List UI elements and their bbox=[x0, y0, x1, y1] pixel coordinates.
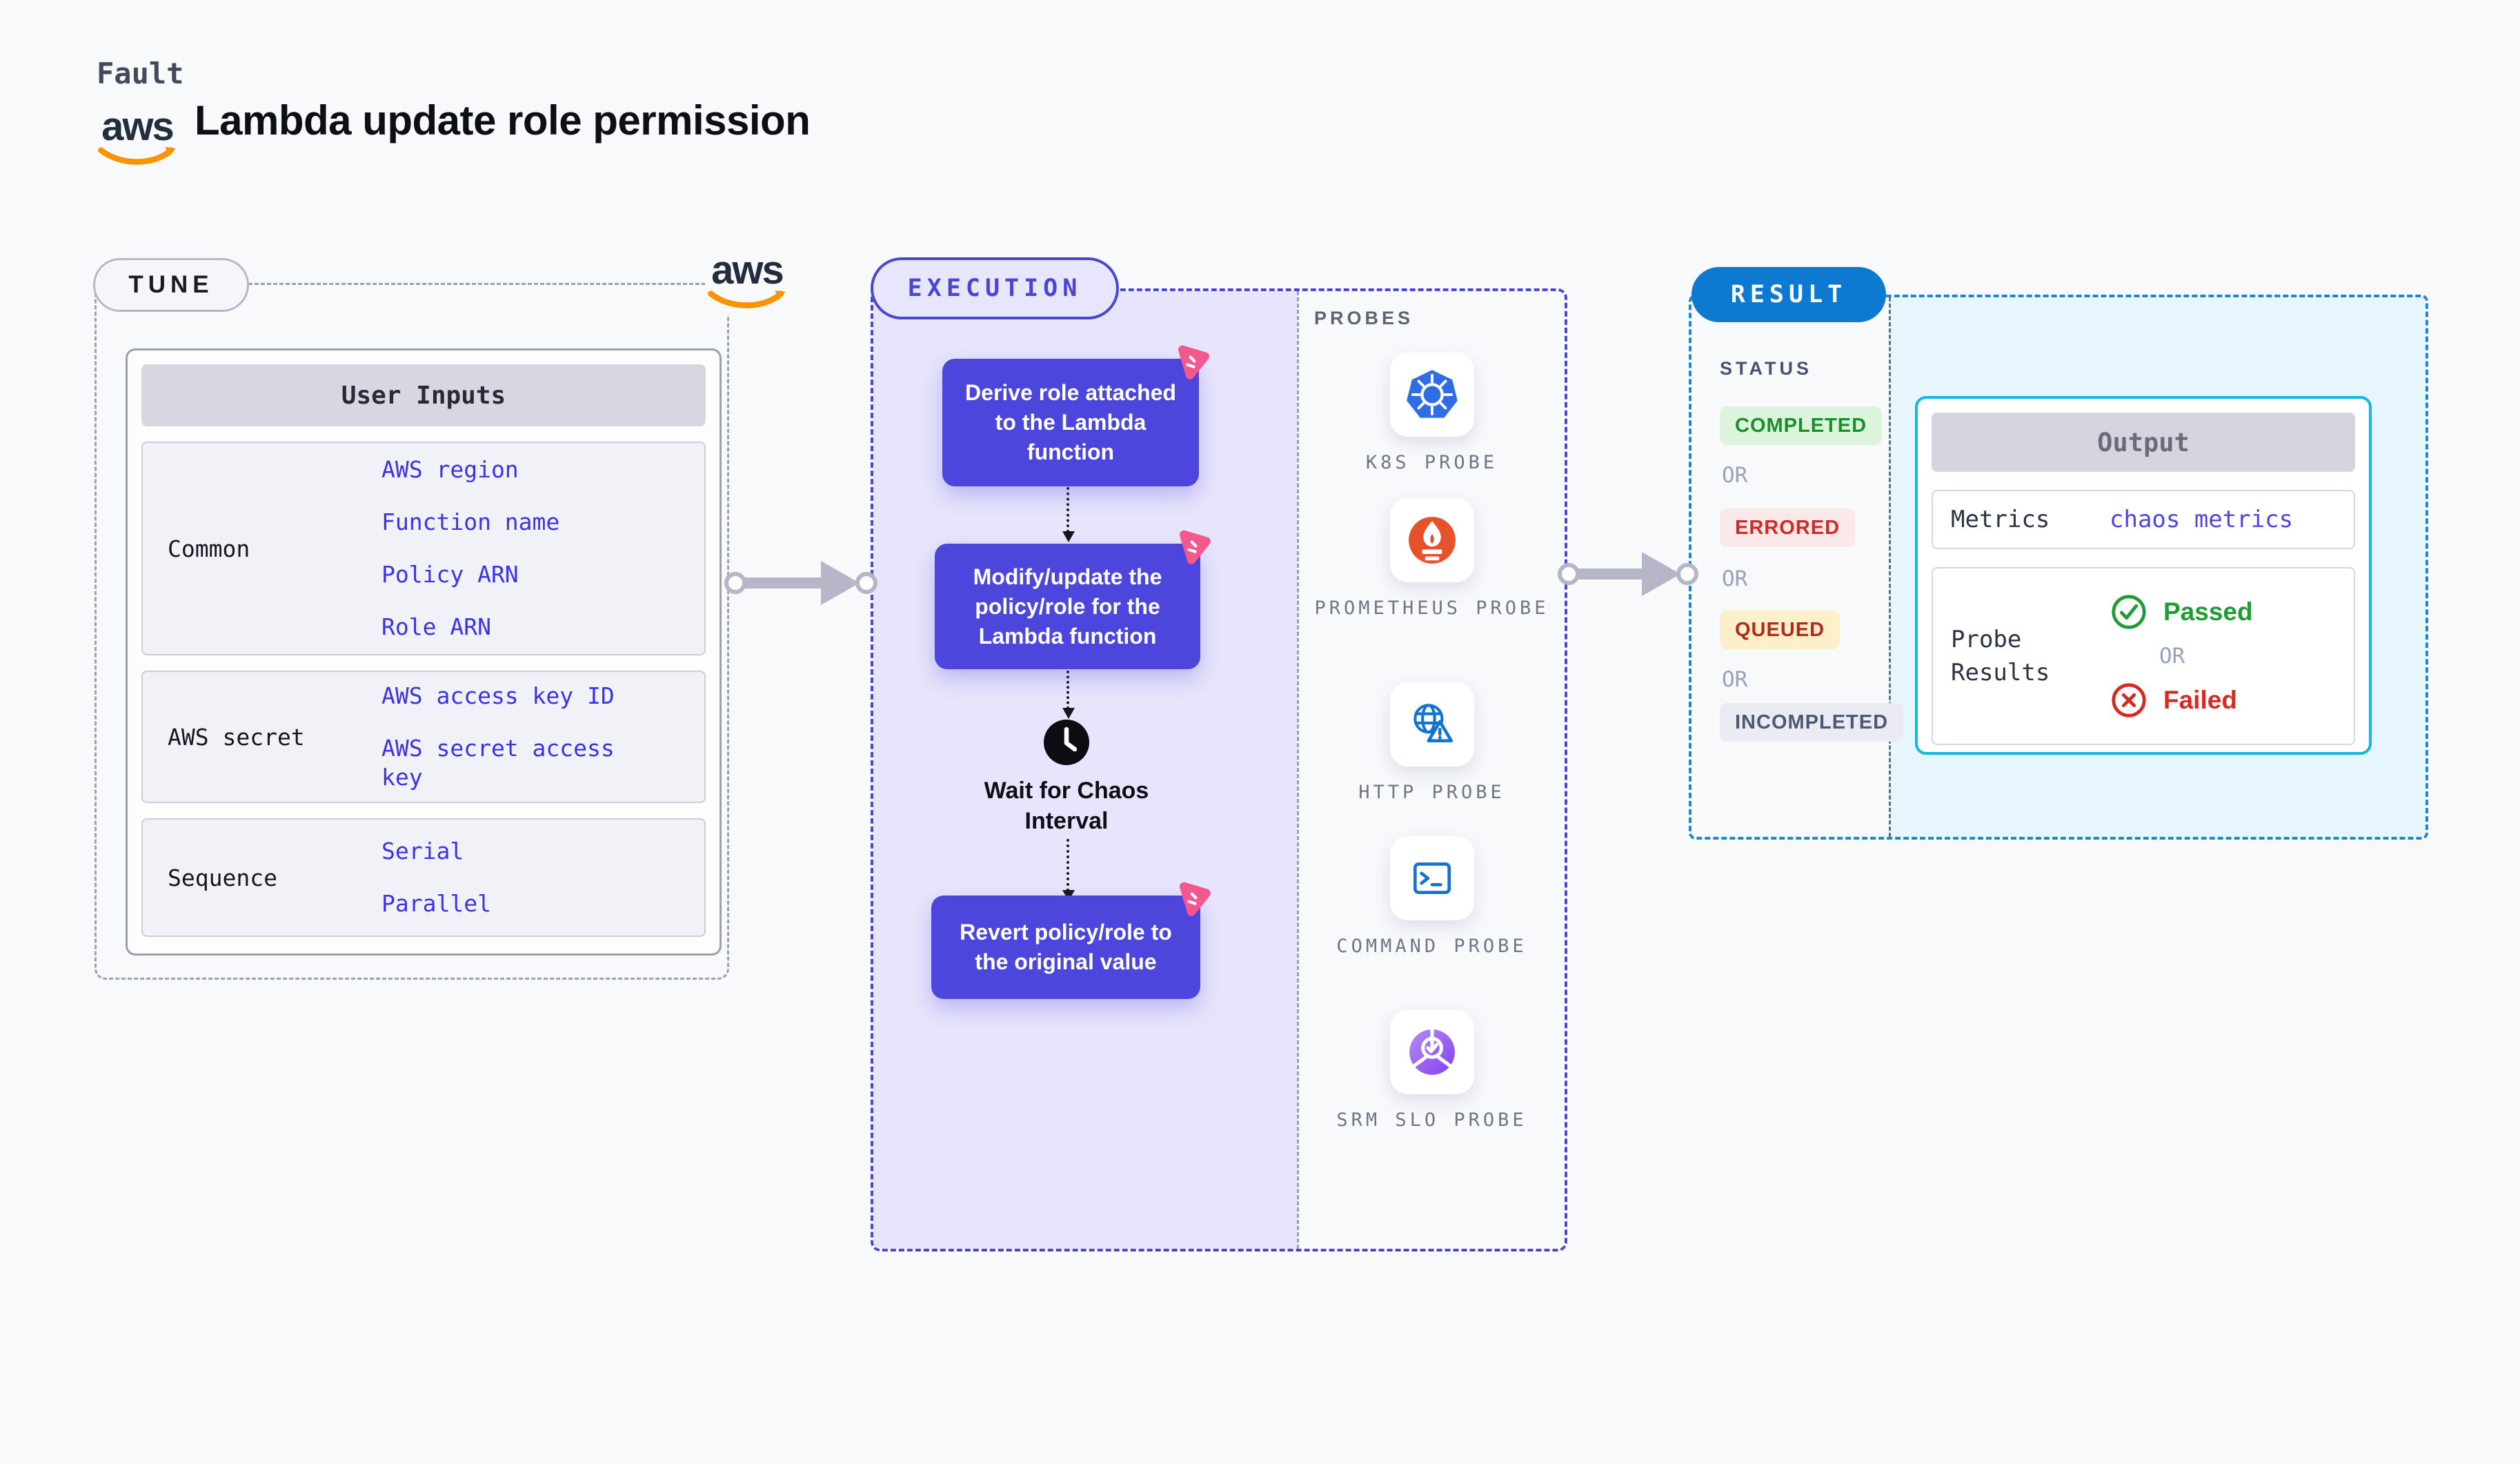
kubernetes-icon bbox=[1389, 353, 1474, 437]
chaos-fault-icon bbox=[1171, 342, 1211, 382]
step-revert-policy: Revert policy/role to the original value bbox=[931, 882, 1211, 999]
table-row-aws-secret: AWS secret AWS access key ID AWS secret … bbox=[141, 671, 706, 803]
row-value: AWS secret access key bbox=[381, 735, 615, 791]
terminal-icon bbox=[1389, 836, 1474, 920]
row-label: Common bbox=[168, 535, 250, 562]
status-badge-queued: QUEUED bbox=[1720, 611, 1841, 649]
probe-failed-line: Failed bbox=[2110, 681, 2354, 720]
chaos-fault-icon bbox=[1172, 526, 1213, 567]
metrics-value: chaos metrics bbox=[2110, 506, 2294, 533]
step-modify-policy: Modify/update the policy/role for the La… bbox=[935, 530, 1211, 669]
row-value: AWS access key ID bbox=[381, 682, 615, 709]
status-title: STATUS bbox=[1720, 358, 1812, 379]
or-label: OR bbox=[1722, 463, 1748, 488]
table-row-common: Common AWS region Function name Policy A… bbox=[141, 442, 706, 655]
probes-title: PROBES bbox=[1314, 308, 1414, 328]
probes-area: PROBES K8S PROBE bbox=[1297, 291, 1565, 1249]
row-value: AWS region bbox=[381, 456, 519, 483]
metrics-label: Metrics bbox=[1951, 506, 2050, 533]
row-label: AWS secret bbox=[168, 723, 305, 751]
probe-results-row: Probe Results Passed OR bbox=[1932, 567, 2355, 745]
chaos-fault-icon bbox=[1172, 878, 1213, 919]
arrow-execution-to-result bbox=[1558, 546, 1701, 602]
row-value: Serial bbox=[381, 838, 464, 864]
status-badge-completed: COMPLETED bbox=[1720, 406, 1883, 445]
aws-smile-icon bbox=[98, 146, 176, 165]
result-section-box: STATUS COMPLETED OR ERRORED OR QUEUED OR… bbox=[1689, 295, 2428, 840]
probe-item-srm-slo: SRM SLO PROBE bbox=[1299, 1010, 1565, 1132]
tune-badge: TUNE bbox=[93, 258, 249, 312]
aws-logo-text: aws bbox=[101, 104, 175, 149]
user-inputs-header: User Inputs bbox=[141, 364, 706, 426]
probe-item-http: HTTP PROBE bbox=[1299, 682, 1565, 804]
probe-label: SRM SLO PROBE bbox=[1336, 1109, 1527, 1131]
probe-item-command: COMMAND PROBE bbox=[1299, 836, 1565, 958]
row-value: Function name bbox=[381, 508, 560, 535]
result-badge: RESULT bbox=[1691, 267, 1886, 322]
clock-icon bbox=[1043, 719, 1090, 769]
probe-results-label: Probe Results bbox=[1951, 626, 2050, 686]
srm-slo-icon bbox=[1389, 1010, 1474, 1094]
probe-item-k8s: K8S PROBE bbox=[1299, 353, 1565, 475]
probe-label: COMMAND PROBE bbox=[1336, 936, 1527, 957]
passed-label: Passed bbox=[2163, 597, 2253, 626]
prometheus-icon bbox=[1389, 498, 1474, 582]
user-inputs-card: User Inputs Common AWS region Function n… bbox=[126, 348, 722, 956]
output-panel-header: Output bbox=[1932, 413, 2355, 472]
output-panel: Output Metrics chaos metrics Probe Resul… bbox=[1915, 396, 2372, 755]
probe-passed-line: Passed bbox=[2110, 593, 2354, 631]
table-row-sequence: Sequence Serial Parallel bbox=[141, 818, 706, 937]
probe-item-prometheus: PROMETHEUS PROBE bbox=[1299, 498, 1565, 620]
http-globe-icon bbox=[1389, 682, 1474, 766]
failed-label: Failed bbox=[2163, 686, 2237, 714]
aws-smile-icon bbox=[708, 290, 786, 308]
row-label: Sequence bbox=[168, 864, 277, 891]
status-badge-errored: ERRORED bbox=[1720, 508, 1856, 547]
or-label: OR bbox=[1722, 667, 1748, 692]
row-value: Role ARN bbox=[381, 613, 491, 640]
row-value: Policy ARN bbox=[381, 561, 519, 588]
row-value: Parallel bbox=[381, 890, 491, 917]
aws-logo: aws bbox=[95, 104, 179, 168]
x-circle-icon bbox=[2112, 683, 2146, 718]
check-circle-icon bbox=[2112, 595, 2146, 629]
or-label: OR bbox=[1722, 566, 1748, 591]
tune-section-box bbox=[95, 283, 729, 980]
probe-label: HTTP PROBE bbox=[1358, 782, 1505, 803]
page-title: Lambda update role permission bbox=[195, 97, 811, 144]
or-label: OR bbox=[2159, 644, 2185, 669]
connector-wait-step3 bbox=[1062, 839, 1075, 901]
status-badge-incompleted: INCOMPLETED bbox=[1720, 703, 1904, 742]
step-derive-role: Derive role attached to the Lambda funct… bbox=[942, 345, 1209, 486]
arrow-tune-to-execution bbox=[724, 555, 880, 611]
execution-badge: EXECUTION bbox=[871, 257, 1119, 319]
probe-label: K8S PROBE bbox=[1365, 452, 1498, 473]
aws-logo-tune: aws bbox=[705, 250, 789, 315]
connector-step2-wait bbox=[1062, 671, 1075, 719]
probe-label: PROMETHEUS PROBE bbox=[1314, 597, 1549, 619]
connector-step1-step2 bbox=[1062, 487, 1075, 542]
metrics-row: Metrics chaos metrics bbox=[1932, 490, 2355, 549]
wait-interval-label: Wait for Chaos Interval bbox=[984, 778, 1149, 834]
fault-kicker: Fault bbox=[97, 57, 184, 90]
